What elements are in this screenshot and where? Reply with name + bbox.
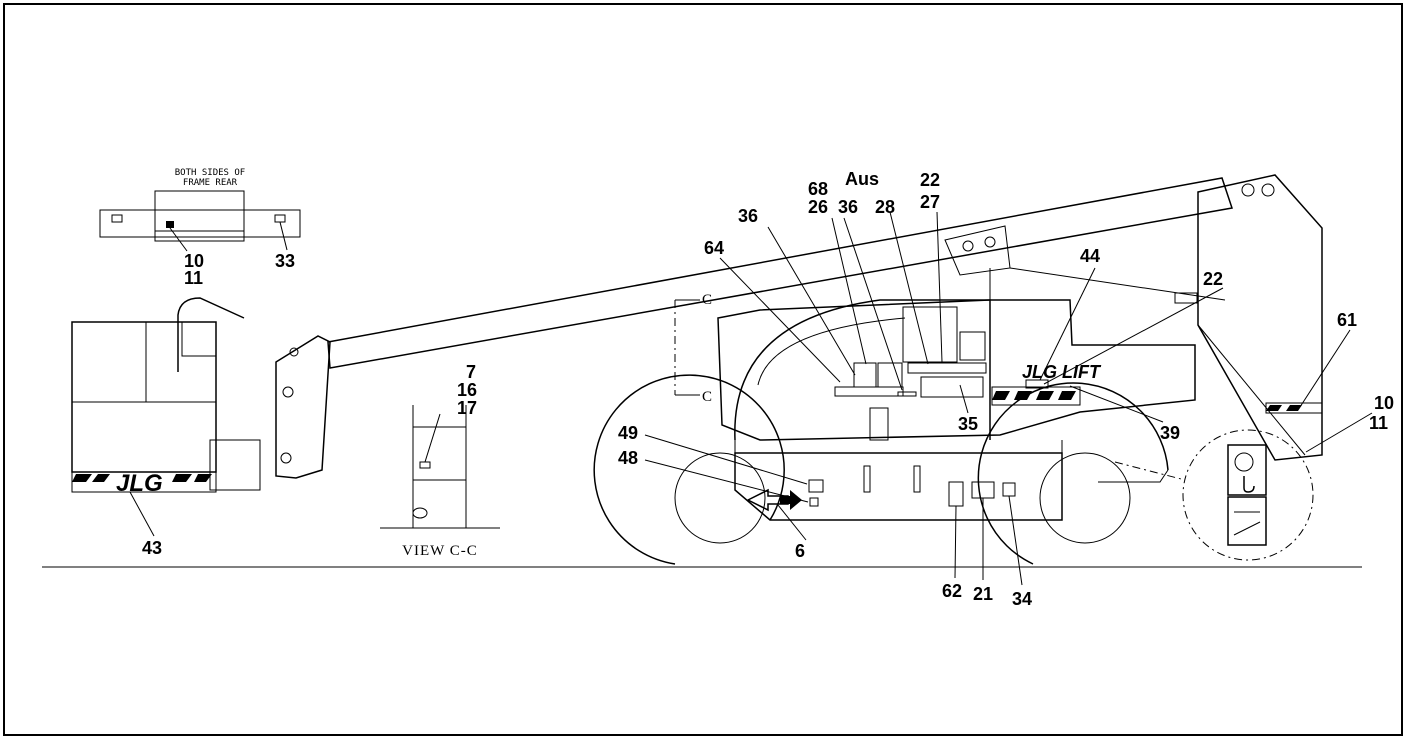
- callout-21: 21: [973, 584, 993, 604]
- callout-11-right: 11: [1369, 413, 1388, 433]
- section-cut-label-bottom: C: [702, 389, 713, 405]
- turntable-body: JLG LIFT: [717, 268, 1323, 441]
- platform-basket: JLG: [71, 297, 261, 537]
- callout-10-left: 10: [184, 251, 204, 271]
- decal-10-marker: [166, 221, 174, 228]
- section-cut-label-top: C: [702, 292, 713, 308]
- callout-16: 16: [457, 380, 477, 400]
- note-line-2: FRAME REAR: [183, 178, 238, 188]
- section-cut-marker: C C: [674, 292, 713, 405]
- section-view-title: VIEW C-C: [402, 543, 478, 559]
- callout-26: 26: [808, 197, 828, 217]
- callout-36-right: 36: [838, 197, 858, 217]
- callout-61: 61: [1337, 310, 1357, 330]
- drawing-frame: [3, 3, 1403, 736]
- callout-68: 68: [808, 179, 828, 199]
- chassis: [734, 407, 1063, 521]
- callout-numbers: 10 11 33 43 7 16 17 36 64 68 26 36 28 Au…: [142, 169, 1394, 609]
- callout-11-left: 11: [184, 268, 203, 288]
- callout-35: 35: [958, 414, 978, 434]
- section-view-c-c: VIEW C-C: [380, 405, 500, 559]
- turret-jlg-lift-logo: JLG LIFT: [1022, 362, 1102, 382]
- callout-34: 34: [1012, 589, 1032, 609]
- callout-39: 39: [1160, 423, 1180, 443]
- callout-28: 28: [875, 197, 895, 217]
- callout-44: 44: [1080, 246, 1100, 266]
- callout-64: 64: [704, 238, 724, 258]
- leader-lines: [644, 211, 1373, 586]
- callout-27: 27: [920, 192, 940, 212]
- callout-22-top: 22: [920, 170, 940, 190]
- callout-62: 62: [942, 581, 962, 601]
- callout-43: 43: [142, 538, 162, 558]
- callout-aus: Aus: [845, 169, 879, 189]
- boom-assembly: [275, 174, 1323, 479]
- frame-rear-detail: BOTH SIDES OF FRAME REAR: [99, 168, 301, 252]
- callout-33: 33: [275, 251, 295, 271]
- callout-6: 6: [795, 541, 805, 561]
- callout-10-right: 10: [1374, 393, 1394, 413]
- callout-17: 17: [457, 398, 477, 418]
- basket-jlg-logo: JLG: [116, 470, 163, 497]
- callout-48: 48: [618, 448, 638, 468]
- detail-circle-hooks: [1114, 429, 1314, 561]
- callout-49: 49: [618, 423, 638, 443]
- callout-22-right: 22: [1203, 269, 1223, 289]
- callout-7: 7: [466, 362, 476, 382]
- note-line-1: BOTH SIDES OF: [175, 168, 245, 178]
- callout-36-left: 36: [738, 206, 758, 226]
